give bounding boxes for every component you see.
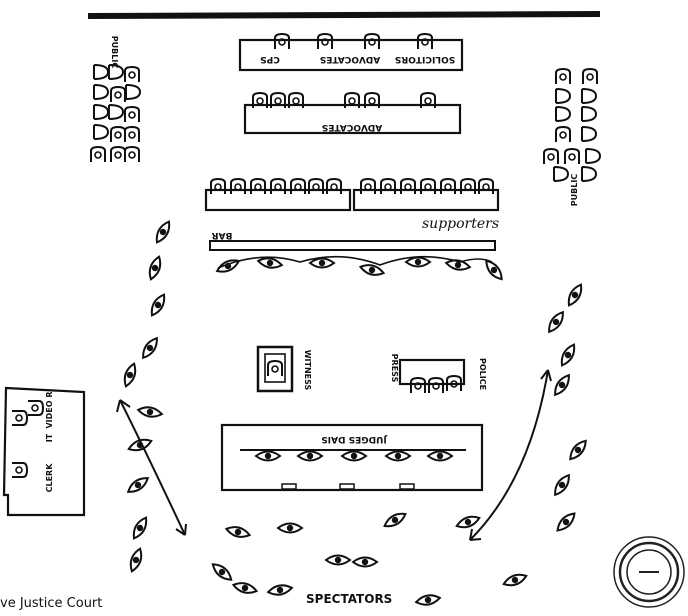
advocates-top-label: ADVOCATES bbox=[320, 54, 381, 64]
solicitors-label: SOLICITORS bbox=[395, 54, 455, 64]
spectators-left-path bbox=[117, 219, 186, 572]
witness-box: WITNESS bbox=[258, 347, 312, 391]
zoom-out-button[interactable] bbox=[612, 535, 686, 609]
public-right-label: PUBLIC bbox=[570, 174, 579, 207]
spectators-label: SPECTATORS bbox=[306, 592, 392, 606]
figure-caption: ve Justice Court bbox=[0, 596, 102, 611]
advocates-bench: ADVOCATES bbox=[245, 93, 460, 133]
police-label: POLICE bbox=[478, 358, 487, 390]
it-label: IT bbox=[45, 433, 54, 442]
supporters-label: supporters bbox=[422, 216, 499, 232]
spectators-bottom: SPECTATORS bbox=[210, 510, 481, 606]
press-police-desk: PRESS POLICE bbox=[390, 354, 487, 393]
bar: BAR bbox=[210, 230, 505, 282]
public-gallery-left: PUBLIC bbox=[91, 36, 140, 162]
bar-label: BAR bbox=[212, 230, 233, 240]
spectators-right-path bbox=[470, 282, 589, 588]
back-wall bbox=[88, 14, 600, 16]
cps-label: CPS bbox=[260, 54, 280, 64]
circle-minus-icon bbox=[612, 535, 686, 609]
public-left-label: PUBLIC bbox=[110, 36, 119, 69]
supporters-benches: supporters bbox=[206, 179, 499, 232]
press-label: PRESS bbox=[390, 354, 399, 383]
front-bench: CPS ADVOCATES SOLICITORS bbox=[240, 34, 462, 70]
video-relay-label: VIDEO R bbox=[45, 391, 54, 428]
judges-dais: JUDGES DAIS bbox=[222, 425, 482, 490]
public-gallery-right: PUBLIC bbox=[544, 69, 600, 206]
advocates-mid-label: ADVOCATES bbox=[322, 122, 383, 132]
judges-dais-label: JUDGES DAIS bbox=[321, 434, 388, 444]
witness-label: WITNESS bbox=[303, 350, 312, 391]
clerk-label: CLERK bbox=[45, 463, 54, 493]
clerk-desk: CLERK IT VIDEO R bbox=[4, 388, 84, 515]
